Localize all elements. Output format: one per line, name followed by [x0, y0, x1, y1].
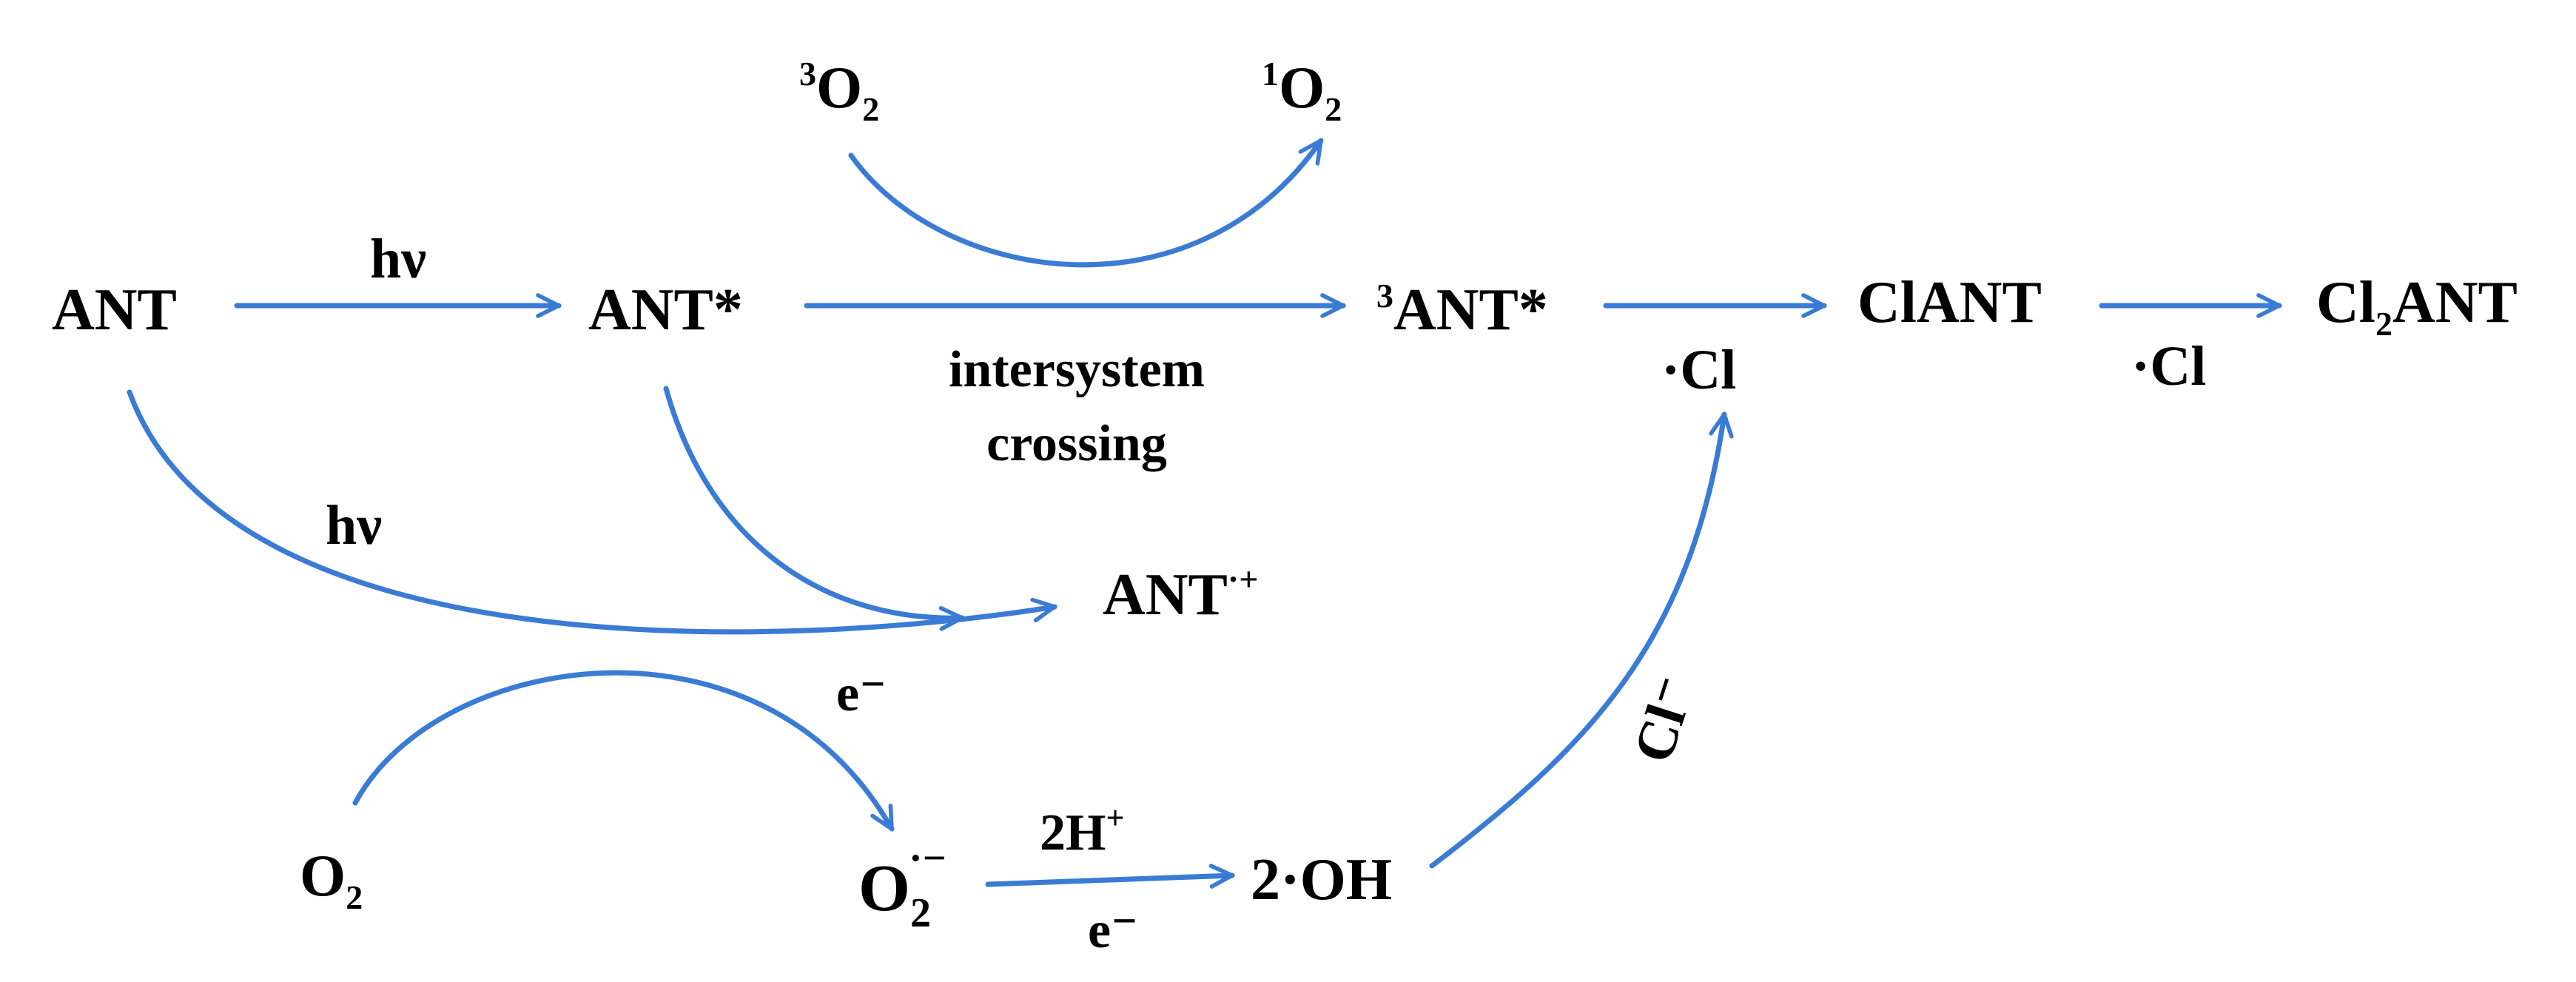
arrows	[127, 141, 2282, 884]
species-superoxide: O2 ·−	[858, 835, 946, 936]
cl2-suffix: ANT	[2392, 270, 2518, 335]
label-intersystem: intersystem	[949, 341, 1205, 398]
species-oxygen: O2	[300, 844, 363, 916]
species-ant-radical-cation: ANT·+	[1103, 560, 1258, 628]
label-cl-radical-second: ·Cl	[2131, 335, 2206, 397]
species-hydroxyl-radical: 2·OH	[1251, 847, 1392, 912]
o2-sub: 2	[346, 878, 363, 916]
arrow-ant-star-to-cation	[663, 386, 962, 618]
label-crossing: crossing	[986, 415, 1167, 472]
o2-base: O	[300, 844, 346, 909]
species-triplet-ant: 3ANT*	[1376, 277, 1548, 343]
species-ant: ANT	[52, 278, 177, 343]
species-cl2ant: Cl2ANT	[2316, 270, 2518, 343]
label-hv-ionization: hν	[326, 494, 382, 556]
superoxide-base: O	[858, 852, 910, 925]
species-triplet-oxygen: 3O2	[799, 55, 879, 128]
triplet-base: ANT*	[1393, 278, 1548, 343]
o2-triplet-sup: 3	[799, 55, 816, 93]
o2-singlet-sub: 2	[1325, 90, 1342, 128]
cl2-prefix: Cl	[2316, 270, 2375, 335]
label-electron-reduction: e⁻	[1088, 902, 1138, 959]
species-singlet-oxygen: 1O2	[1262, 55, 1342, 128]
label-electron-transfer: e⁻	[836, 665, 887, 722]
o2-triplet-sub: 2	[862, 90, 879, 128]
superoxide-sup: ·−	[909, 835, 946, 881]
label-hv-excitation: hν	[370, 228, 426, 290]
arrow-hydroxyl-to-cl-radical	[1429, 414, 1724, 869]
arrow-oxygen-triplet-to-singlet	[848, 141, 1321, 268]
protons-sup: +	[1106, 800, 1124, 836]
species-labels: ANT ANT* 3ANT* ClANT Cl2ANT 3O2 1O2 ANT·…	[52, 55, 2518, 936]
cation-base: ANT	[1103, 562, 1228, 628]
protons-base: 2H	[1040, 804, 1106, 861]
superoxide-sub: 2	[910, 890, 931, 936]
o2-singlet-base: O	[1279, 56, 1325, 121]
o2-triplet-base: O	[816, 56, 862, 121]
arrow-oxygen-to-superoxide	[352, 670, 895, 829]
triplet-superscript: 3	[1376, 277, 1393, 315]
species-ant-excited: ANT*	[588, 278, 743, 343]
label-chloride: Cl⁻	[1621, 669, 1707, 770]
cl2-subscript: 2	[2375, 305, 2392, 343]
label-protons: 2H+	[1040, 800, 1125, 861]
arrow-superoxide-to-hydroxyl	[985, 875, 1232, 884]
cation-sup: ·+	[1228, 560, 1259, 598]
o2-singlet-sup: 1	[1262, 55, 1279, 93]
label-cl-radical-first: ·Cl	[1661, 339, 1736, 401]
species-clant: ClANT	[1857, 270, 2042, 335]
arrow-ant-to-cation	[127, 389, 1055, 635]
